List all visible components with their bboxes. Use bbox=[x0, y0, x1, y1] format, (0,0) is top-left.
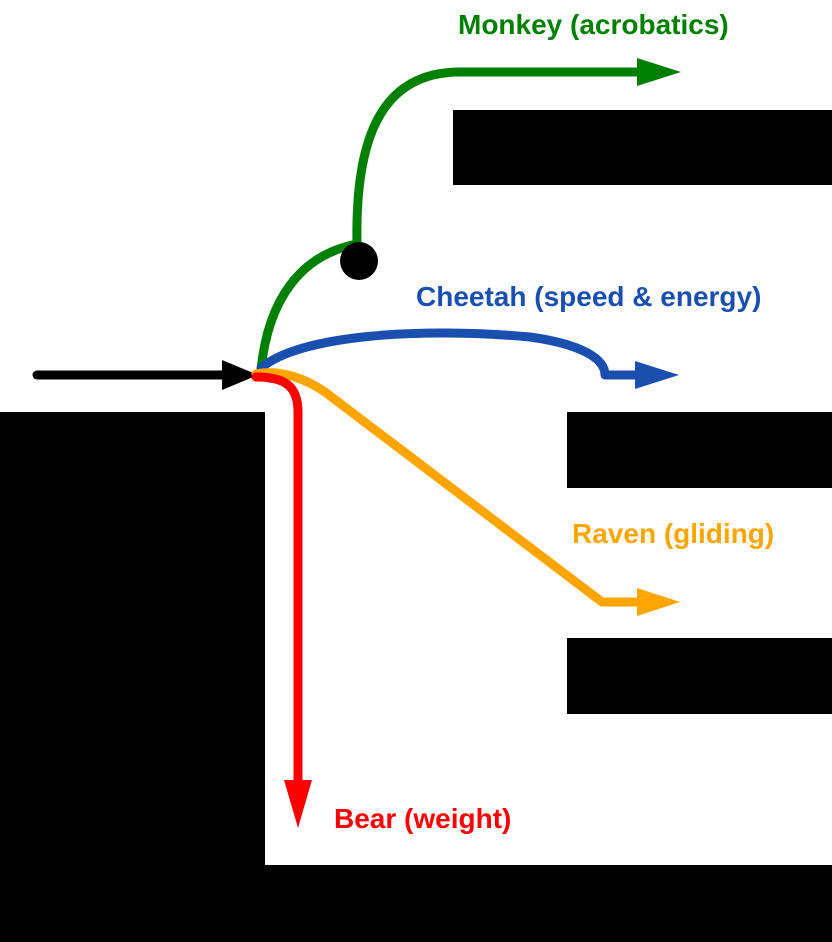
bear-path: Bear (weight) bbox=[251, 372, 511, 834]
raven-label: Raven (gliding) bbox=[572, 518, 774, 549]
cheetah-arrowhead-icon bbox=[635, 361, 679, 389]
monkey-path: Monkey (acrobatics) bbox=[256, 9, 729, 375]
bear-arrowhead-icon bbox=[284, 780, 312, 828]
monkey-curve bbox=[256, 67, 647, 375]
bear-curve bbox=[251, 372, 303, 790]
approach-arrow bbox=[32, 360, 258, 390]
cheetah-path: Cheetah (speed & energy) bbox=[256, 281, 761, 389]
approach-arrowhead-icon bbox=[222, 360, 258, 390]
ledge-top bbox=[453, 110, 832, 185]
monkey-arrowhead-icon bbox=[637, 58, 681, 86]
cheetah-label: Cheetah (speed & energy) bbox=[416, 281, 761, 312]
cheetah-curve bbox=[256, 328, 645, 380]
raven-path: Raven (gliding) bbox=[251, 368, 774, 616]
cliff-wall bbox=[0, 412, 832, 942]
bear-label: Bear (weight) bbox=[334, 803, 511, 834]
monkey-label: Monkey (acrobatics) bbox=[458, 9, 729, 40]
raven-arrowhead-icon bbox=[637, 588, 680, 616]
pivot-dot-icon bbox=[340, 242, 378, 280]
walls bbox=[0, 110, 832, 942]
ledge-lower bbox=[567, 638, 832, 714]
ledge-middle bbox=[567, 412, 832, 488]
